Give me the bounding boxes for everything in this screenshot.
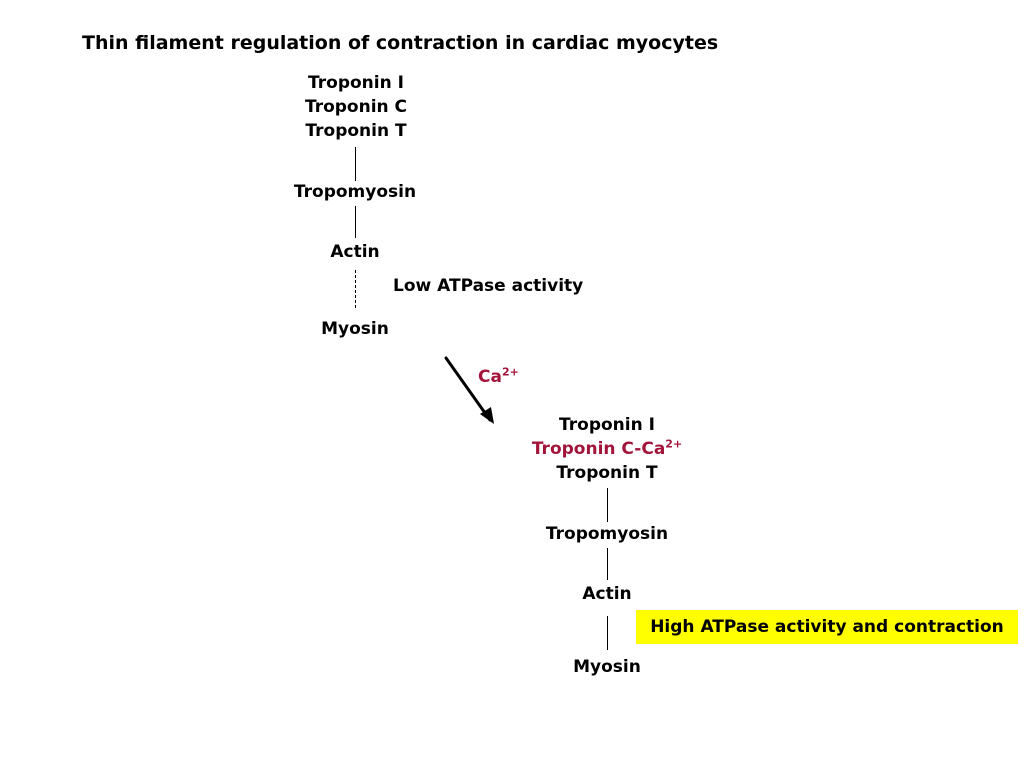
activated-troponin-i: Troponin I <box>559 415 655 435</box>
activated-tropomyosin: Tropomyosin <box>545 524 669 544</box>
calcium-ion-label: Ca2+ <box>478 365 519 387</box>
activated-link-troponin-tropomyosin <box>607 488 608 522</box>
activated-link-actin-myosin <box>607 616 608 650</box>
resting-tropomyosin: Tropomyosin <box>293 182 417 202</box>
resting-actin: Actin <box>330 242 380 262</box>
high-atpase-activity-note: High ATPase activity and contraction <box>636 610 1018 644</box>
activated-actin: Actin <box>582 584 632 604</box>
resting-weak-link-actin-myosin <box>355 270 356 308</box>
resting-troponin-i: Troponin I <box>308 73 404 93</box>
resting-myosin: Myosin <box>321 319 389 339</box>
activated-troponin-t: Troponin T <box>556 463 658 483</box>
activated-myosin: Myosin <box>573 657 641 677</box>
diagram-title: Thin filament regulation of contraction … <box>82 32 719 54</box>
activated-link-tropomyosin-actin <box>607 548 608 580</box>
activated-troponin-c-calcium: Troponin C-Ca2+ <box>531 437 683 459</box>
resting-troponin-c: Troponin C <box>304 97 408 117</box>
calcium-binding-arrow-icon <box>444 356 494 424</box>
resting-link-troponin-tropomyosin <box>355 147 356 181</box>
resting-troponin-t: Troponin T <box>305 121 407 141</box>
resting-link-tropomyosin-actin <box>355 206 356 238</box>
low-atpase-activity-note: Low ATPase activity <box>393 276 584 296</box>
